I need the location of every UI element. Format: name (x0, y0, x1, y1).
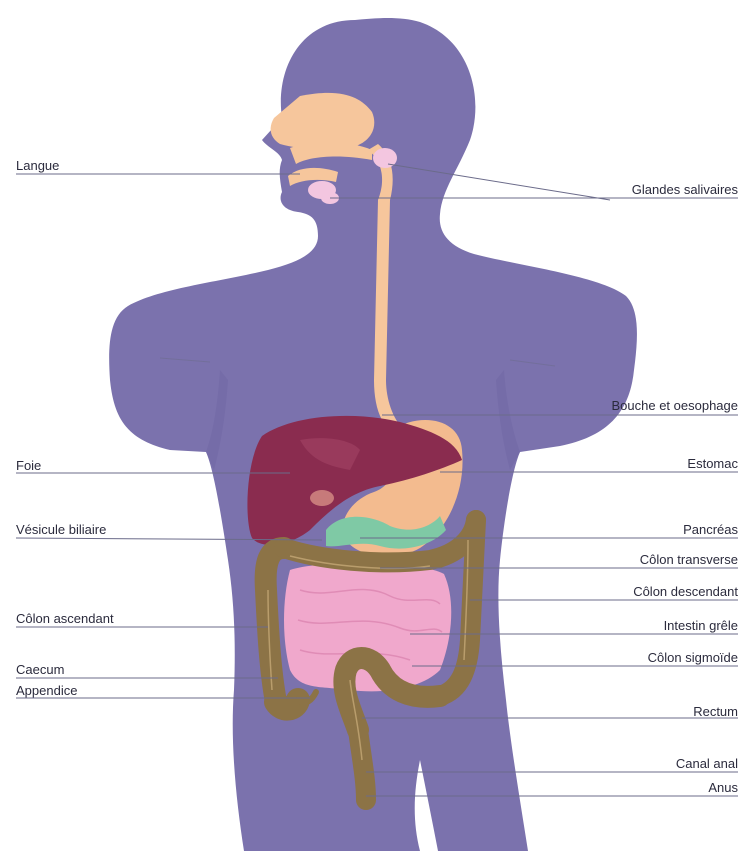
label-caecum: Caecum (16, 662, 64, 678)
label-langue: Langue (16, 158, 59, 174)
gallbladder (310, 490, 334, 506)
label-canal-anal: Canal anal (676, 756, 738, 772)
label-appendice: Appendice (16, 683, 77, 699)
label-anus: Anus (708, 780, 738, 796)
label-glandes-salivaires: Glandes salivaires (632, 182, 738, 198)
label-rectum: Rectum (693, 704, 738, 720)
label-pancreas: Pancréas (683, 522, 738, 538)
label-estomac: Estomac (687, 456, 738, 472)
label-foie: Foie (16, 458, 41, 474)
label-intestin-grele: Intestin grêle (664, 618, 738, 634)
label-bouche-oesophage: Bouche et oesophage (612, 398, 739, 414)
label-vesicule-biliaire: Vésicule biliaire (16, 522, 106, 538)
label-colon-transverse: Côlon transverse (640, 552, 738, 568)
label-colon-sigmoide: Côlon sigmoïde (648, 650, 738, 666)
label-colon-ascendant: Côlon ascendant (16, 611, 114, 627)
label-colon-descendant: Côlon descendant (633, 584, 738, 600)
small-intestine (284, 563, 451, 691)
